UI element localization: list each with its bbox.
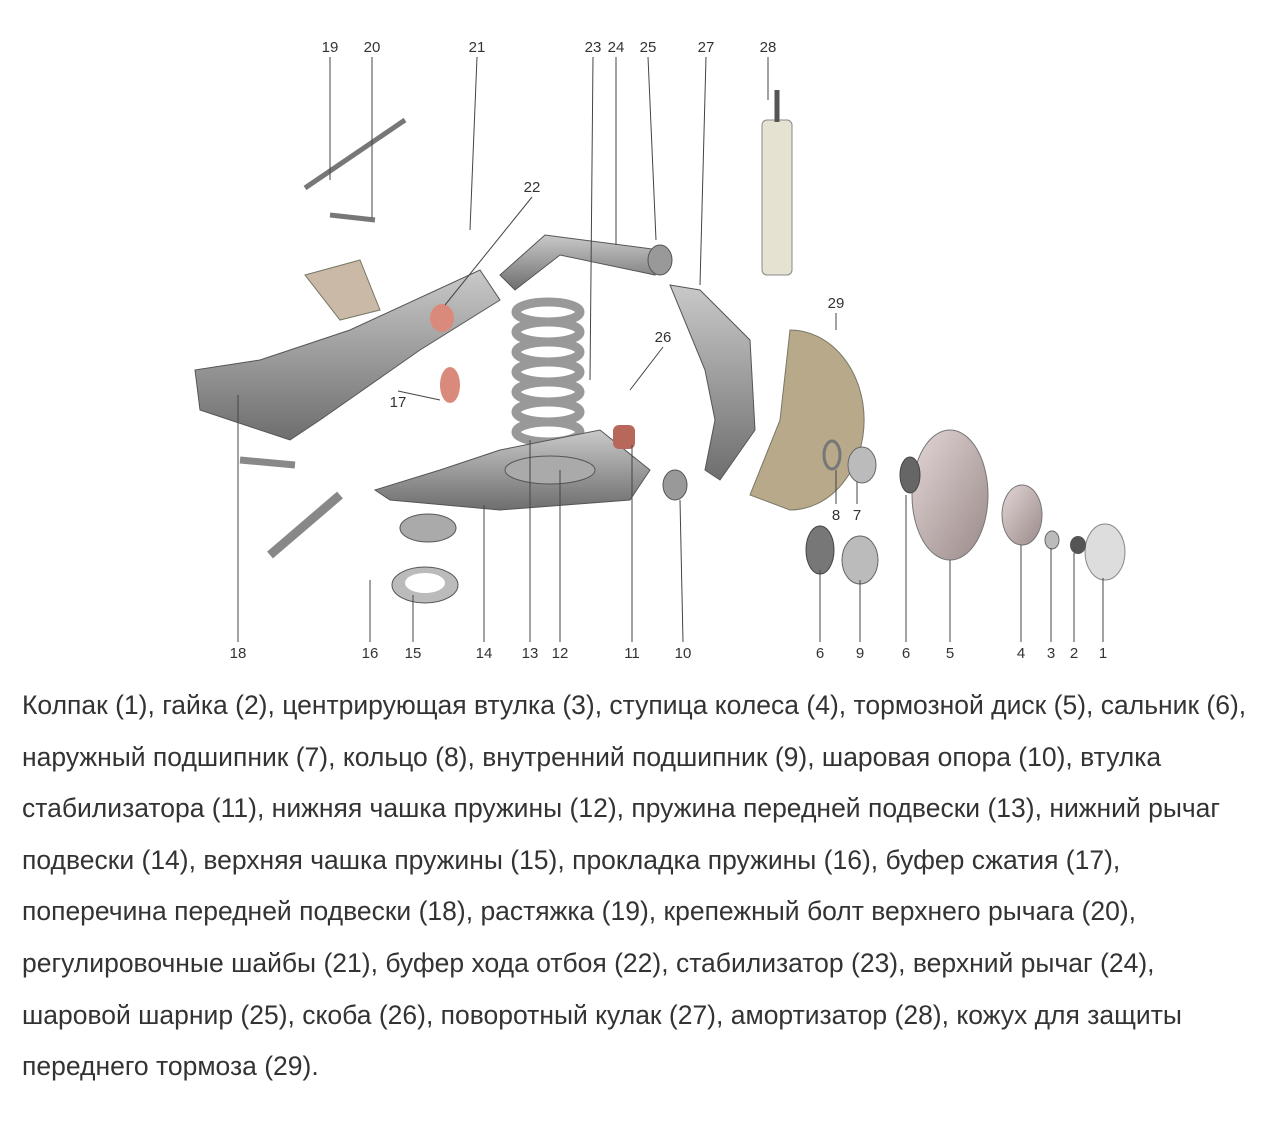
part-label-17: 17 <box>390 394 407 411</box>
part-label-25: 25 <box>640 39 657 56</box>
part-label-24: 24 <box>608 39 625 56</box>
part-label-4: 4 <box>1017 645 1025 662</box>
part-label-5: 5 <box>946 645 954 662</box>
steering-knuckle-part <box>669 284 756 481</box>
part-label-18: 18 <box>230 645 247 662</box>
upper-arm-part <box>499 234 661 291</box>
bearing-part <box>841 535 879 585</box>
part-label-29: 29 <box>828 295 845 312</box>
bracket-part <box>304 259 381 321</box>
part-label-20: 20 <box>364 39 381 56</box>
ball-joint-upper-part <box>647 244 673 276</box>
part-label-6: 6 <box>902 645 910 662</box>
ring-part <box>822 439 842 471</box>
leader-lines <box>237 56 1104 643</box>
parts-artwork <box>194 90 1126 604</box>
part-label-23: 23 <box>585 39 602 56</box>
part-label-19: 19 <box>322 39 339 56</box>
stabilizer-bushing-part <box>613 425 635 449</box>
shock-absorber-part <box>761 119 793 276</box>
part-label-27: 27 <box>698 39 715 56</box>
leader-line <box>444 196 533 306</box>
diagram-caption: Колпак (1), гайка (2), центрирующая втул… <box>22 690 1247 1082</box>
strut-rod-part <box>303 117 407 191</box>
part-label-7: 7 <box>853 507 861 524</box>
seal-part <box>805 525 835 575</box>
part-label-8: 8 <box>832 507 840 524</box>
part-label-14: 14 <box>476 645 493 662</box>
part-label-16: 16 <box>362 645 379 662</box>
rebound-buffer-part <box>430 304 454 332</box>
leader-line <box>589 56 594 381</box>
part-label-28: 28 <box>760 39 777 56</box>
spring-pad-part <box>399 513 457 543</box>
part-label-1: 1 <box>1099 645 1107 662</box>
leader-line <box>699 56 707 286</box>
leader-line <box>397 390 441 401</box>
bolt-part <box>267 491 343 559</box>
part-label-2: 2 <box>1070 645 1078 662</box>
seal-part <box>899 456 921 494</box>
compression-buffer-part <box>440 367 460 403</box>
crossmember-part <box>194 269 501 441</box>
part-label-10: 10 <box>675 645 692 662</box>
leader-line <box>629 346 664 391</box>
part-label-3: 3 <box>1047 645 1055 662</box>
part-label-21: 21 <box>469 39 486 56</box>
spring-cup-lower-part <box>504 455 596 485</box>
part-label-22: 22 <box>524 179 541 196</box>
part-label-11: 11 <box>624 645 640 662</box>
leader-line <box>469 56 478 231</box>
part-label-9: 9 <box>856 645 864 662</box>
part-label-26: 26 <box>655 329 672 346</box>
spring-cup-hole <box>405 573 445 593</box>
hub-cap-part <box>1084 523 1126 581</box>
nut-part <box>1070 536 1086 554</box>
part-label-6: 6 <box>816 645 824 662</box>
brake-shield-part <box>749 329 865 511</box>
centering-sleeve-part <box>1044 530 1060 550</box>
leader-line <box>679 499 684 643</box>
coil-spring-part <box>511 297 585 447</box>
bearing-part <box>847 446 877 484</box>
part-label-12: 12 <box>552 645 569 662</box>
ball-joint-part <box>662 469 688 501</box>
bolt-part <box>239 456 296 469</box>
part-label-15: 15 <box>405 645 422 662</box>
bolt-part <box>329 212 376 223</box>
brake-disc-part <box>911 429 989 561</box>
wheel-hub-part <box>1001 484 1043 546</box>
part-label-13: 13 <box>522 645 539 662</box>
leader-line <box>647 56 657 241</box>
